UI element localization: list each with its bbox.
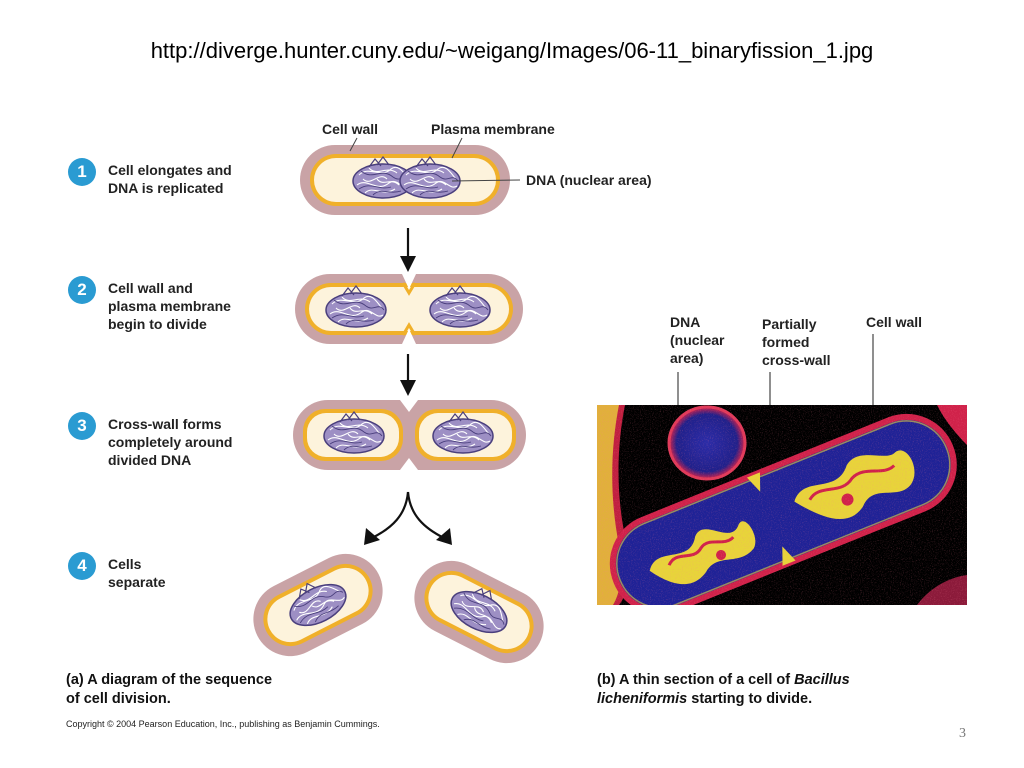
- cell-step-2: [295, 274, 523, 344]
- caption-b-line1-pre: A thin section of a cell of: [619, 672, 795, 688]
- step-4-text: Cells separate: [108, 555, 166, 591]
- step-2-line2: plasma membrane: [108, 298, 231, 314]
- step-2-line3: begin to divide: [108, 316, 207, 332]
- step-3-line1: Cross-wall forms: [108, 416, 222, 432]
- micro-label-dna-line3: area): [670, 350, 704, 366]
- caption-a: (a) A diagram of the sequence of cell di…: [66, 671, 272, 709]
- caption-b: (b) A thin section of a cell of Bacillus…: [597, 671, 850, 709]
- slide-title: http://diverge.hunter.cuny.edu/~weigang/…: [150, 38, 874, 63]
- label-plasma-membrane: Plasma membrane: [431, 121, 555, 137]
- arrow-split: [364, 491, 452, 545]
- step-2-text: Cell wall and plasma membrane begin to d…: [108, 279, 231, 333]
- leader-cell-wall: [349, 137, 358, 152]
- step-2-badge: 2: [68, 276, 96, 304]
- step-1-badge: 1: [68, 158, 96, 186]
- label-cell-wall: Cell wall: [322, 121, 379, 137]
- caption-b-tag: (b): [597, 672, 616, 688]
- caption-b-line2-italic: licheniformis: [597, 691, 688, 707]
- micro-label-cross-wall: Partially formed cross-wall: [762, 315, 830, 369]
- leader-plasma-membrane: [451, 137, 463, 159]
- caption-a-line1: A diagram of the sequence: [87, 672, 273, 688]
- step-1-text: Cell elongates and DNA is replicated: [108, 161, 232, 197]
- caption-b-line1-italic: Bacillus: [794, 672, 850, 688]
- step-3-badge: 3: [68, 412, 96, 440]
- micro-label-dna: DNA (nuclear area): [670, 313, 724, 367]
- micro-label-cross-line3: cross-wall: [762, 352, 831, 368]
- caption-a-tag: (a): [66, 672, 84, 688]
- step-1-line1: Cell elongates and: [108, 162, 232, 178]
- step-2-line1: Cell wall and: [108, 280, 193, 296]
- step-4-line2: separate: [108, 574, 166, 590]
- cell-step-1: [300, 145, 510, 215]
- micro-label-dna-line2: (nuclear: [670, 332, 725, 348]
- micro-label-cell-wall: Cell wall: [866, 314, 923, 330]
- micro-label-dna-line1: DNA: [670, 314, 701, 330]
- micro-label-cross-line2: formed: [762, 334, 810, 350]
- step-1-line2: DNA is replicated: [108, 180, 224, 196]
- cell-step-4-left: [253, 553, 383, 657]
- micro-label-cross-line1: Partially: [762, 316, 817, 332]
- arrow-down-2: [400, 354, 416, 396]
- label-dna-nuclear-area: DNA (nuclear area): [526, 172, 652, 188]
- arrow-down-1: [400, 228, 416, 272]
- leader-dna: [451, 179, 521, 182]
- step-3-line3: divided DNA: [108, 452, 192, 468]
- caption-b-line2-post: starting to divide.: [687, 691, 813, 707]
- page-number: 3: [959, 726, 966, 741]
- copyright-notice: Copyright © 2004 Pearson Education, Inc.…: [66, 719, 380, 729]
- step-4-line1: Cells: [108, 556, 142, 572]
- step-4-badge: 4: [68, 552, 96, 580]
- caption-a-line2: of cell division.: [66, 691, 171, 707]
- step-3-line2: completely around: [108, 434, 233, 450]
- cell-step-4-right: [414, 560, 544, 664]
- step-3-text: Cross-wall forms completely around divid…: [108, 415, 232, 469]
- micrograph-image: [597, 405, 967, 605]
- cell-step-3: [293, 400, 526, 470]
